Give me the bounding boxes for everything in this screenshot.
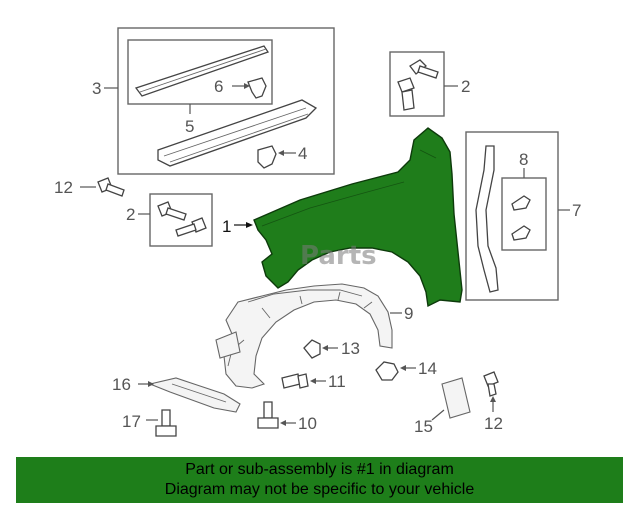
watermark-text: Parts xyxy=(300,241,377,271)
fender-bracket[interactable] xyxy=(475,145,499,293)
screw-11[interactable] xyxy=(281,373,309,389)
bolt-2-left-b[interactable] xyxy=(175,217,207,237)
bracket-15[interactable] xyxy=(441,377,471,419)
group-box-3 xyxy=(117,27,335,175)
bolt-12-right[interactable] xyxy=(483,371,499,397)
clip-8-b[interactable] xyxy=(511,225,531,241)
callout-12-left[interactable]: 12 xyxy=(54,178,73,197)
callout-1[interactable]: 1 xyxy=(222,217,231,236)
info-banner: Part or sub-assembly is #1 in diagram Di… xyxy=(16,457,623,503)
parts-diagram: 3 6 5 4 2 12 2 xyxy=(54,27,581,437)
callout-8[interactable]: 8 xyxy=(519,150,528,169)
callout-16[interactable]: 16 xyxy=(112,375,131,394)
bolt-17[interactable] xyxy=(155,409,177,437)
group-box-7 xyxy=(465,131,559,301)
group-box-2-left xyxy=(149,193,213,247)
part-4-clip[interactable] xyxy=(257,145,277,169)
callout-4[interactable]: 4 xyxy=(298,144,307,163)
callout-2-top[interactable]: 2 xyxy=(461,77,470,96)
clip-13[interactable] xyxy=(303,339,321,359)
part-6-clip[interactable] xyxy=(247,77,267,99)
part-5-seal[interactable] xyxy=(157,99,318,167)
group-box-2-top xyxy=(389,51,445,117)
sub-box-8 xyxy=(501,177,547,251)
bolt-10[interactable] xyxy=(257,401,279,429)
nut-14[interactable] xyxy=(375,361,399,381)
callout-15[interactable]: 15 xyxy=(414,417,433,436)
clip-8-a[interactable] xyxy=(511,195,531,211)
bolt-12-left[interactable] xyxy=(97,177,125,197)
banner-line-2: Diagram may not be specific to your vehi… xyxy=(164,481,475,498)
bolt-2-left-a[interactable] xyxy=(157,201,187,221)
bolt-2-top-b[interactable] xyxy=(397,77,415,111)
callout-3[interactable]: 3 xyxy=(92,79,101,98)
callout-5[interactable]: 5 xyxy=(185,117,194,136)
callout-13[interactable]: 13 xyxy=(341,339,360,358)
callout-17[interactable]: 17 xyxy=(122,412,141,431)
callout-11[interactable]: 11 xyxy=(328,372,346,391)
banner-line-1: Part or sub-assembly is #1 in diagram xyxy=(185,461,454,478)
callout-10[interactable]: 10 xyxy=(298,414,317,433)
splash-shield-16[interactable] xyxy=(148,377,241,413)
sub-box-5 xyxy=(127,39,273,105)
callout-2-left[interactable]: 2 xyxy=(126,205,135,224)
callout-12-right[interactable]: 12 xyxy=(484,414,503,433)
callout-9[interactable]: 9 xyxy=(404,304,413,323)
callout-6[interactable]: 6 xyxy=(214,77,223,96)
callout-14[interactable]: 14 xyxy=(418,359,437,378)
fender-liner-part-9[interactable] xyxy=(215,283,393,389)
callout-7[interactable]: 7 xyxy=(572,201,581,220)
fender-part-1[interactable] xyxy=(253,127,463,308)
bolt-2-top-a[interactable] xyxy=(409,59,439,79)
